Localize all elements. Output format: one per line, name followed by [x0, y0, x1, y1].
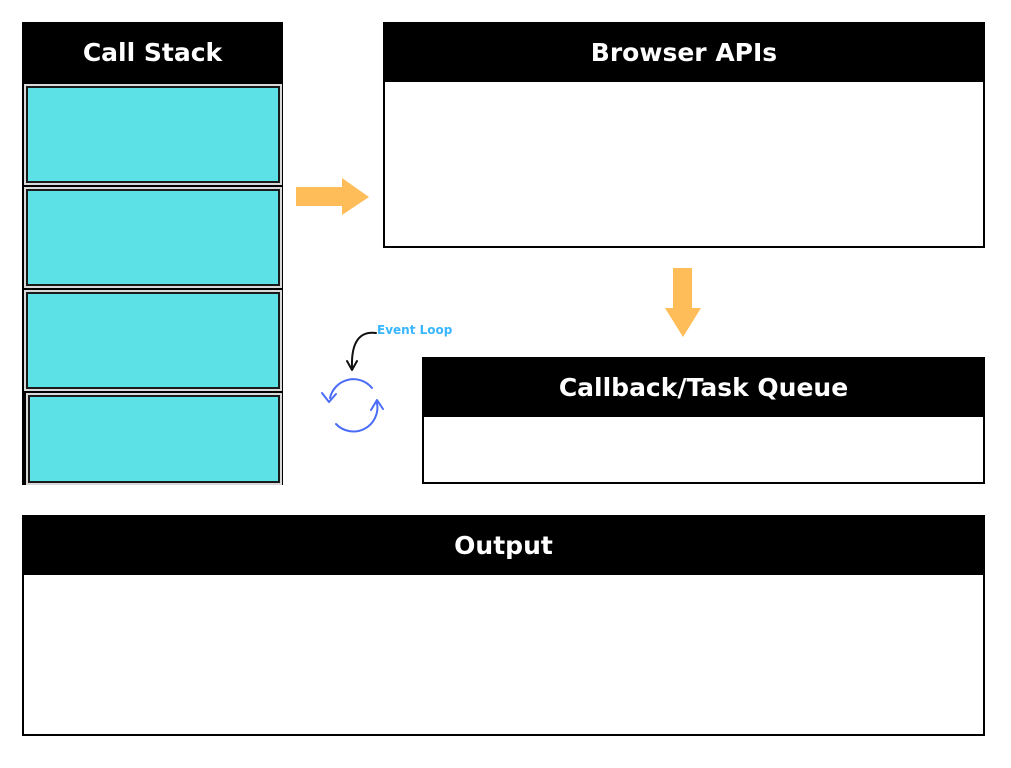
call-stack-title: Call Stack [24, 24, 281, 82]
output-title: Output [24, 517, 983, 575]
event-loop-label: Event Loop [377, 323, 453, 337]
call-stack-slot-2 [24, 187, 282, 288]
call-stack-slot-3 [24, 290, 282, 391]
call-stack-panel: Call Stack [22, 22, 283, 485]
call-stack-slot-1 [24, 84, 282, 185]
pointer-arrow-icon [346, 331, 377, 371]
arrow-down-icon [665, 268, 701, 337]
output-panel: Output [22, 515, 985, 736]
browser-apis-title: Browser APIs [385, 24, 983, 82]
refresh-cycle-icon [321, 378, 384, 433]
callback-queue-panel: Callback/Task Queue [422, 357, 985, 484]
callback-queue-title: Callback/Task Queue [424, 359, 983, 417]
browser-apis-panel: Browser APIs [383, 22, 985, 248]
call-stack-slot-4 [26, 393, 282, 485]
arrow-right-icon [296, 178, 369, 215]
